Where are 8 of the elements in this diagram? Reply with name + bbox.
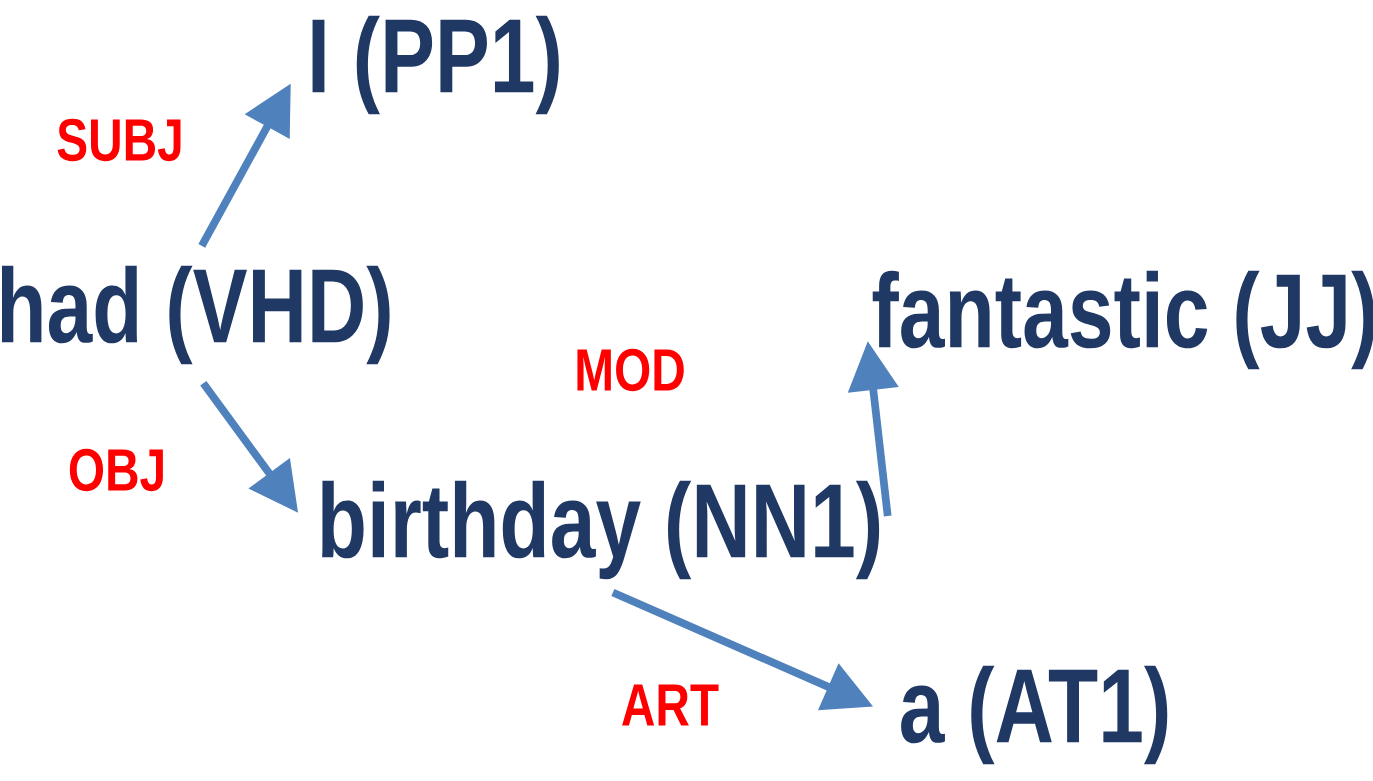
edge-label: SUBJ (53, 115, 187, 165)
edge-label: OBJ (65, 445, 169, 495)
word-label: a (AT1) (901, 665, 1168, 765)
edge-label: ART (618, 680, 722, 730)
edge-label: MOD (571, 345, 689, 395)
word-label: had (VHD) (2, 265, 390, 365)
word-label: I (PP1) (312, 15, 559, 115)
word-label: birthday (NN1) (322, 480, 880, 580)
